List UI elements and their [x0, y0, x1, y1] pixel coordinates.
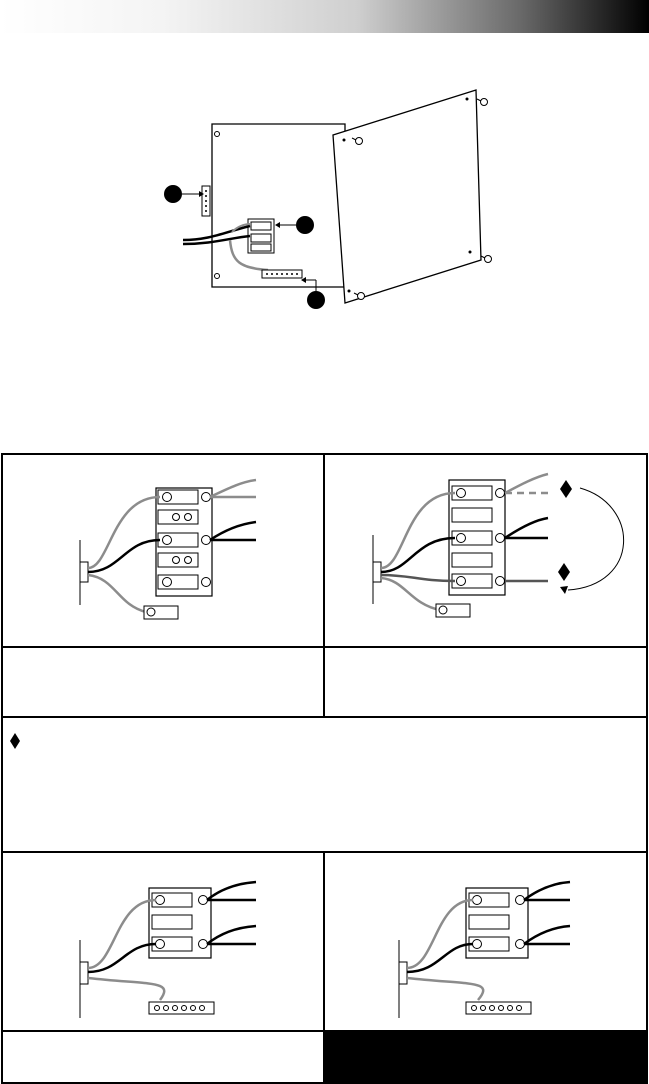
page-header-gradient-bar: [0, 0, 649, 33]
callout-marker: [296, 216, 314, 234]
callout-marker: [164, 185, 182, 203]
grid-rule: [323, 453, 325, 718]
grid-rule: [323, 851, 325, 1084]
control-board-assembly-illustration: [164, 89, 492, 309]
diamond-marker: [560, 480, 572, 498]
diamond-marker: [558, 563, 570, 581]
caption-cell-black: [325, 1032, 648, 1084]
callout-marker: [307, 291, 325, 309]
